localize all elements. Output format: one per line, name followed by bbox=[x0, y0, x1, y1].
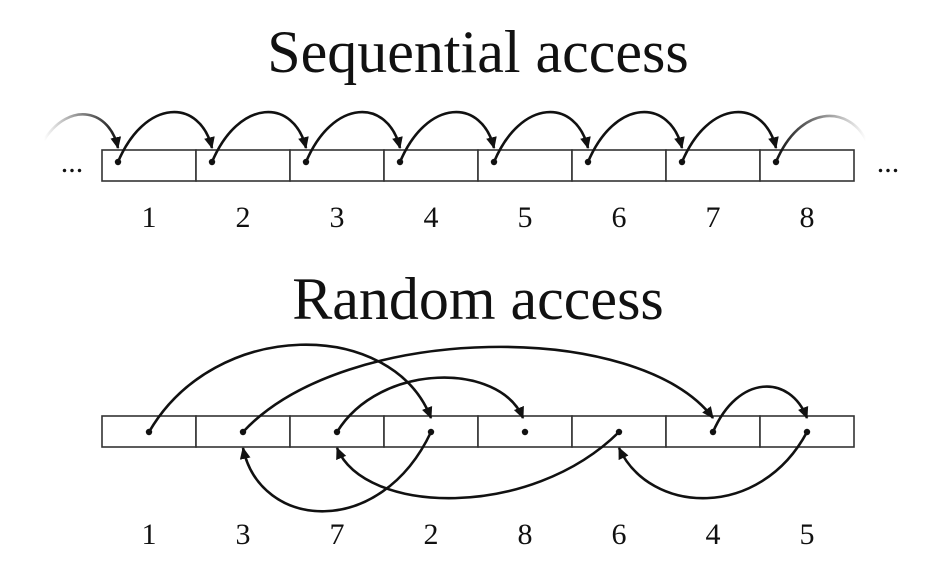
sequential-cell bbox=[101, 149, 197, 182]
random-index-label: 6 bbox=[612, 518, 627, 551]
sequential-cell bbox=[477, 149, 573, 182]
sequential-index-label: 4 bbox=[424, 201, 439, 234]
sequential-labels: 1 2 3 4 5 6 7 8 bbox=[142, 201, 815, 234]
random-index-label: 8 bbox=[518, 518, 533, 551]
sequential-index-label: 5 bbox=[518, 201, 533, 234]
sequential-cell bbox=[195, 149, 291, 182]
random-arrow bbox=[335, 431, 620, 500]
random-index-label: 1 bbox=[142, 518, 157, 551]
sequential-arrow bbox=[492, 110, 591, 163]
incoming-arrowhead bbox=[110, 136, 122, 150]
sequential-cell bbox=[383, 149, 479, 182]
sequential-memory-strip bbox=[101, 149, 855, 182]
random-index-label: 4 bbox=[706, 518, 721, 551]
random-memory-strip bbox=[101, 415, 855, 448]
random-section: Random access bbox=[101, 266, 855, 551]
sequential-index-label: 6 bbox=[612, 201, 627, 234]
sequential-title: Sequential access bbox=[267, 19, 689, 85]
random-arrow bbox=[242, 345, 715, 433]
pointer-dot bbox=[521, 428, 529, 436]
sequential-cell bbox=[665, 149, 761, 182]
sequential-arrows bbox=[42, 110, 868, 163]
sequential-arrow bbox=[398, 110, 497, 163]
sequential-index-label: 7 bbox=[706, 201, 721, 234]
sequential-ellipsis-left: ... bbox=[61, 146, 84, 179]
sequential-arrow bbox=[304, 110, 403, 163]
random-index-label: 3 bbox=[236, 518, 251, 551]
random-labels: 1 3 7 2 8 6 4 5 bbox=[142, 518, 815, 551]
random-arrow bbox=[617, 431, 809, 500]
sequential-arrow bbox=[680, 110, 779, 163]
sequential-cell bbox=[571, 149, 667, 182]
sequential-arrow bbox=[116, 110, 215, 163]
random-index-label: 2 bbox=[424, 518, 439, 551]
sequential-index-label: 8 bbox=[800, 201, 815, 234]
sequential-cell bbox=[759, 149, 855, 182]
random-arrows bbox=[147, 343, 809, 513]
sequential-index-label: 3 bbox=[330, 201, 345, 234]
random-arrow bbox=[335, 376, 525, 433]
random-arrow bbox=[711, 385, 809, 433]
sequential-ellipsis-right: ... bbox=[877, 146, 900, 179]
incoming-arrow bbox=[42, 113, 120, 149]
sequential-arrow bbox=[586, 110, 685, 163]
random-index-label: 5 bbox=[800, 518, 815, 551]
sequential-index-label: 1 bbox=[142, 201, 157, 234]
sequential-arrow bbox=[210, 110, 309, 163]
random-index-label: 7 bbox=[330, 518, 345, 551]
outgoing-arrow bbox=[774, 114, 868, 163]
sequential-section: Sequential access ... ... bbox=[42, 19, 900, 234]
random-arrow bbox=[239, 431, 433, 513]
sequential-index-label: 2 bbox=[236, 201, 251, 234]
random-title: Random access bbox=[292, 266, 664, 332]
sequential-cell bbox=[289, 149, 385, 182]
